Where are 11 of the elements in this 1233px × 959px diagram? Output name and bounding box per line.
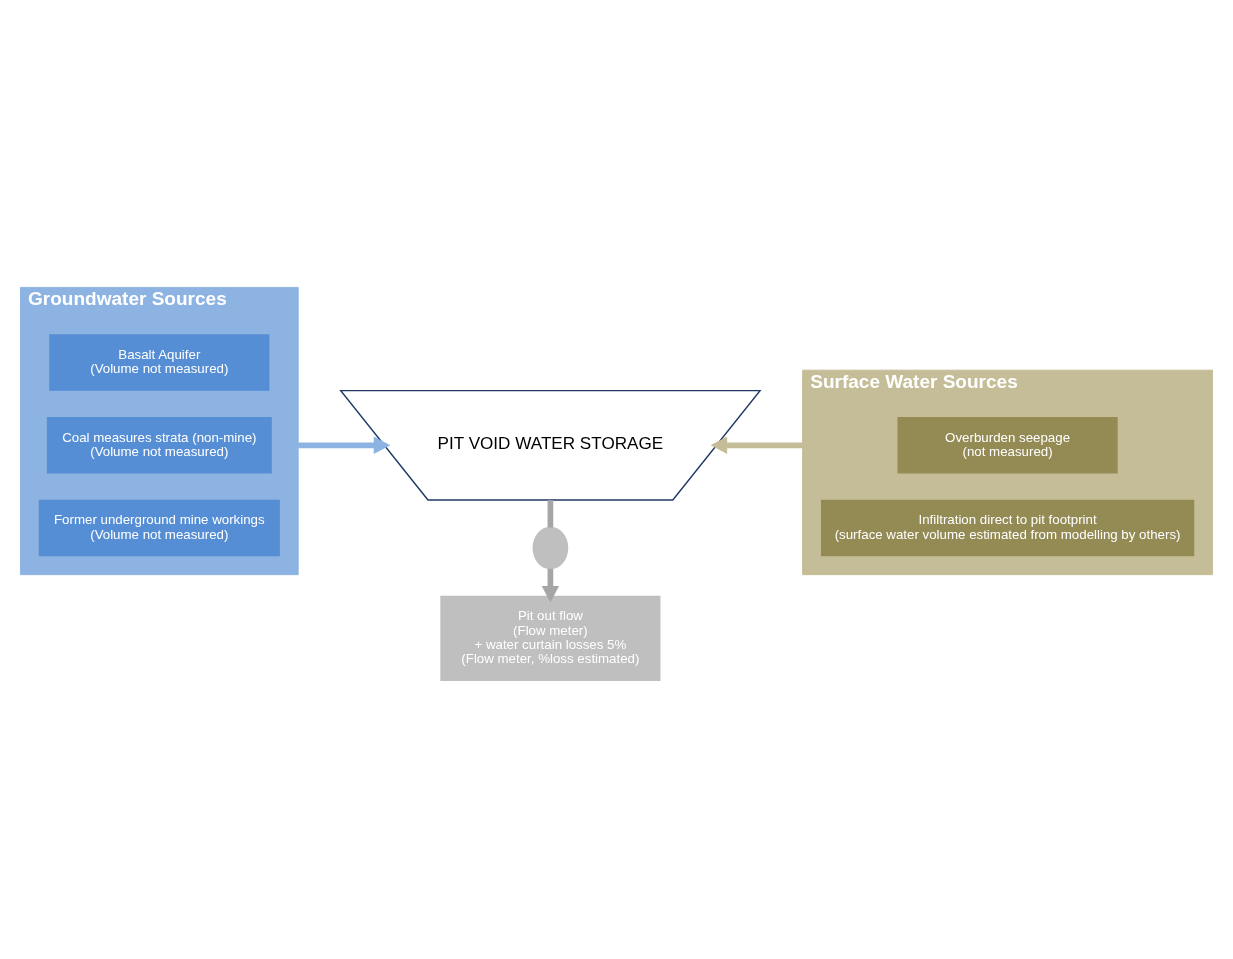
node-box: Former underground mine workings (Volume not measured) xyxy=(38,499,280,556)
node-box: Pit out flow (Flow meter) + water curtain losses 5% (Flow meter, %loss estimated) xyxy=(440,595,661,681)
arrow xyxy=(710,436,803,454)
arrow xyxy=(298,436,391,454)
node-box: Coal measures strata (non-mine) (Volume not measured) xyxy=(46,416,272,474)
node-box: Overburden seepage (not measured) xyxy=(897,416,1118,474)
node-box: Infiltration direct to pit footprint (surface water volume estimated from modelling by others) xyxy=(820,499,1195,556)
arrow xyxy=(541,568,560,602)
node-box: Basalt Aquifer (Volume not measured) xyxy=(49,333,270,391)
node-circle xyxy=(532,526,569,569)
connector xyxy=(547,499,554,528)
